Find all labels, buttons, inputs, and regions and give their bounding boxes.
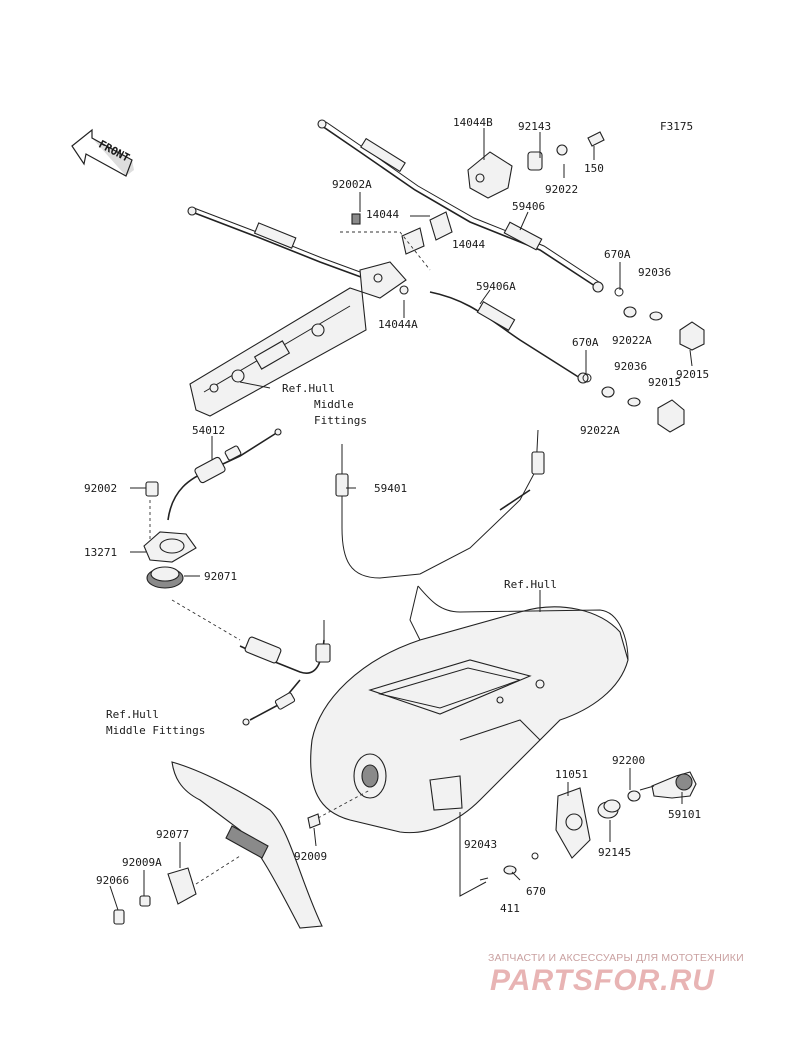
ref-label: Middle Fittings [106,724,205,737]
part-label: 59406 [512,200,545,213]
ref-label: Ref.Hull [504,578,557,591]
ref-label: Fittings [314,414,367,427]
part-label: 11051 [555,768,588,781]
part-label: 92145 [598,846,631,859]
nuts-and-washers [582,287,705,433]
watermark-logo-text: PARTSFOR.RU [490,964,715,997]
cable-59406 [317,119,604,293]
part-label: 92077 [156,828,189,841]
part-label: 411 [500,902,520,915]
part-label: 92015 [676,368,709,381]
side-panel [171,761,323,929]
cable-59401 [335,429,545,579]
part-label: 92022A [580,424,620,437]
front-arrow-icon: FRONT [71,128,134,177]
leader-lines [109,128,693,911]
watermark-logo: PARTSFOR.RU [490,964,715,997]
part-labels: 14044B 92143 150 92022 92002A 14044 1404… [84,116,709,915]
mounting-plate [189,261,409,417]
part-label: 92022 [545,183,578,196]
ref-label: Ref.Hull [282,382,335,395]
part-label: 59101 [668,808,701,821]
cable-54012 [143,428,282,589]
cable-59406A [187,206,589,384]
part-label: 59401 [374,482,407,495]
part-label: 59406A [476,280,516,293]
part-label: 14044A [378,318,418,331]
part-label: 54012 [192,424,225,437]
lower-right-parts [113,771,697,925]
part-label: 92043 [464,838,497,851]
part-label: 14044B [453,116,493,129]
part-label: 92066 [96,874,129,887]
part-label: 92002A [332,178,372,191]
cable-lower [171,599,331,726]
bracket-14044B [467,131,605,199]
part-label: 92200 [612,754,645,767]
ref-label: Middle [314,398,354,411]
part-label: 92022A [612,334,652,347]
part-label: 92036 [614,360,647,373]
part-label: 92143 [518,120,551,133]
hull-body [310,585,629,834]
part-label: 92002 [84,482,117,495]
watermark-tagline: ЗАПЧАСТИ И АКСЕССУАРЫ ДЛЯ МОТОТЕХНИКИ [488,952,744,964]
part-label: 670A [572,336,599,349]
clamp-14044 [340,211,453,271]
part-label: 92071 [204,570,237,583]
part-label: 92036 [638,266,671,279]
diagram-code: F3175 [660,120,693,133]
reference-labels: Ref.Hull Middle Fittings Ref.Hull Ref.Hu… [106,382,557,737]
part-label: 92009 [294,850,327,863]
part-label: 14044 [366,208,399,221]
part-label: 13271 [84,546,117,559]
part-label: 92009A [122,856,162,869]
part-label: 670A [604,248,631,261]
part-label: 92015 [648,376,681,389]
part-label: 670 [526,885,546,898]
ref-label: Ref.Hull [106,708,159,721]
part-label: 14044 [452,238,485,251]
part-label: 150 [584,162,604,175]
